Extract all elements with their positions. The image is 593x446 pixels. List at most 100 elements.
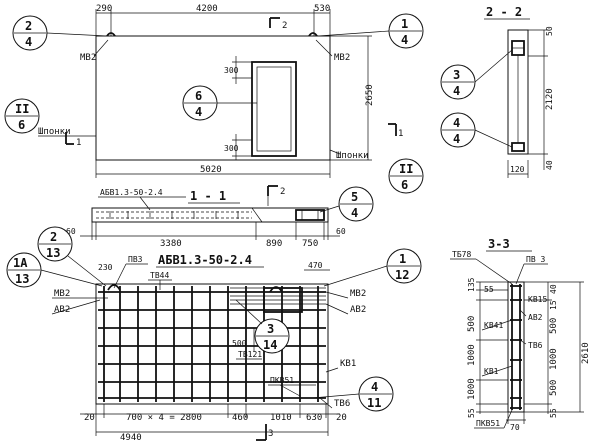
callout-3-14: 3 14 bbox=[235, 299, 290, 354]
dim-60-left: 60 bbox=[66, 227, 76, 236]
r-500-a: 500 bbox=[549, 318, 559, 334]
cut-mark-2-section: 2 bbox=[280, 187, 285, 197]
dim-2120: 2120 bbox=[545, 88, 555, 110]
dim-3380: 3380 bbox=[160, 239, 182, 249]
dim-500-left: 500 bbox=[467, 316, 477, 332]
dim-70: 70 bbox=[510, 423, 520, 432]
callout-2-4: 2 4 bbox=[12, 15, 108, 51]
svg-text:4: 4 bbox=[453, 84, 460, 98]
section-3-3-title: 3-3 bbox=[488, 237, 510, 251]
reinforcement-plan: АБВ1.3-50-2.4 ПВ3 ТВ44 230 470 bbox=[51, 253, 366, 443]
ab2-label-33: АВ2 bbox=[528, 313, 543, 322]
mb2-left-label: МВ2 bbox=[80, 53, 96, 63]
dim-290: 290 bbox=[96, 4, 112, 14]
svg-text:II: II bbox=[399, 162, 413, 176]
dim-40: 40 bbox=[545, 160, 554, 170]
callout-6-4: 6 4 bbox=[182, 85, 257, 121]
dim-630: 630 bbox=[306, 413, 322, 423]
dim-120: 120 bbox=[510, 165, 525, 174]
svg-text:3: 3 bbox=[267, 322, 274, 336]
dim-15-right: 15 bbox=[549, 300, 558, 310]
section-1-1-beam bbox=[91, 207, 329, 223]
dim-2650: 2650 bbox=[365, 84, 375, 106]
mb2-plan-right: МВ2 bbox=[350, 289, 366, 299]
section-1-1-mark: АБВ1.3-50-2.4 bbox=[100, 188, 163, 197]
svg-text:II: II bbox=[15, 102, 29, 116]
dim-750: 750 bbox=[302, 239, 318, 249]
dim-1000-left-b: 1000 bbox=[467, 378, 477, 400]
svg-text:4: 4 bbox=[351, 206, 358, 220]
callout-3-4: 3 4 bbox=[440, 49, 513, 100]
cut-mark-1-left: 1 bbox=[76, 138, 81, 148]
dim-470: 470 bbox=[308, 261, 323, 270]
dim-300-bottom: 300 bbox=[224, 144, 239, 153]
section-2-2-title: 2 - 2 bbox=[486, 5, 522, 19]
callout-4-4: 4 4 bbox=[440, 112, 513, 148]
dim-500-plan: 500 bbox=[232, 339, 247, 348]
plan-loop-left bbox=[107, 284, 121, 291]
dim-700x4: 700 × 4 = 2800 bbox=[126, 413, 202, 423]
tb78-label: ТБ78 bbox=[452, 250, 471, 259]
tb6-label-33: ТВ6 bbox=[528, 341, 543, 350]
section-1-1-title: 1 - 1 bbox=[190, 189, 226, 203]
svg-text:14: 14 bbox=[263, 338, 277, 352]
dim-530: 530 bbox=[314, 4, 330, 14]
kb15-label: КВ15 bbox=[528, 295, 547, 304]
r-500-b: 500 bbox=[549, 380, 559, 396]
pkb51-label-33: ПКВ51 bbox=[476, 419, 500, 428]
dim-20-right: 20 bbox=[336, 413, 347, 423]
dim-1010: 1010 bbox=[270, 413, 292, 423]
callout-II-6-left: II 6 bbox=[4, 98, 40, 134]
svg-text:4: 4 bbox=[453, 116, 460, 130]
reinforcement-grid bbox=[98, 286, 326, 402]
dim-1000-left-a: 1000 bbox=[467, 344, 477, 366]
svg-text:13: 13 bbox=[46, 246, 60, 260]
tb121-label: ТВ121 bbox=[238, 350, 262, 359]
dim-5020: 5020 bbox=[200, 165, 222, 175]
dim-20-left: 20 bbox=[84, 413, 95, 423]
kb41-label: КВ41 bbox=[484, 321, 503, 330]
r-1000-a: 1000 bbox=[549, 348, 559, 370]
svg-text:4: 4 bbox=[195, 105, 202, 119]
dim-230: 230 bbox=[98, 263, 113, 272]
pv3-label: ПВ3 bbox=[128, 255, 143, 264]
ab2-plan-right: АВ2 bbox=[350, 305, 366, 315]
section-1-1: 1 - 1 АБВ1.3-50-2.4 2 bbox=[66, 185, 346, 249]
ab2-plan-left: АВ2 bbox=[54, 305, 70, 315]
section-3-3: 3-3 ТБ78 ПВ 3 135 55 5 bbox=[450, 237, 591, 432]
svg-text:1: 1 bbox=[399, 252, 406, 266]
plan-mark: АБВ1.3-50-2.4 bbox=[158, 253, 252, 267]
pv3-label-33: ПВ 3 bbox=[526, 255, 545, 264]
svg-text:6: 6 bbox=[18, 118, 25, 132]
kb1-label-33: КВ1 bbox=[484, 367, 499, 376]
pkb51-label: ПКВ51 bbox=[270, 376, 294, 385]
svg-text:6: 6 bbox=[195, 89, 202, 103]
callout-1A-13: 1A 13 bbox=[6, 252, 103, 288]
cut-mark-3: 3 bbox=[268, 429, 273, 439]
kb1-label: КВ1 bbox=[340, 359, 356, 369]
dim-300-top: 300 bbox=[224, 66, 239, 75]
callout-1-12: 1 12 bbox=[323, 248, 422, 287]
lifting-loop-left bbox=[106, 32, 116, 37]
dim-40-right: 40 bbox=[549, 284, 558, 294]
door-opening bbox=[251, 61, 297, 157]
section-2-2: 2 - 2 50 2120 40 120 bbox=[484, 5, 555, 178]
dim-50: 50 bbox=[545, 26, 554, 36]
svg-text:12: 12 bbox=[395, 268, 409, 282]
svg-text:4: 4 bbox=[453, 132, 460, 146]
dim-890: 890 bbox=[266, 239, 282, 249]
plan-loop-right bbox=[269, 286, 283, 293]
svg-text:2: 2 bbox=[50, 230, 57, 244]
dim-4200: 4200 bbox=[196, 4, 218, 14]
svg-text:11: 11 bbox=[367, 396, 381, 410]
cut-mark-2-top: 2 bbox=[282, 21, 287, 31]
svg-text:6: 6 bbox=[401, 178, 408, 192]
shponki-right-label: Шпонки bbox=[336, 151, 369, 161]
callout-2-13: 2 13 bbox=[37, 226, 107, 287]
tv44-label: ТВ44 bbox=[150, 271, 169, 280]
mb2-plan-left: МВ2 bbox=[54, 289, 70, 299]
callout-II-6-right: II 6 bbox=[388, 158, 424, 194]
r-55: 55 bbox=[549, 408, 558, 418]
svg-text:1: 1 bbox=[401, 17, 408, 31]
